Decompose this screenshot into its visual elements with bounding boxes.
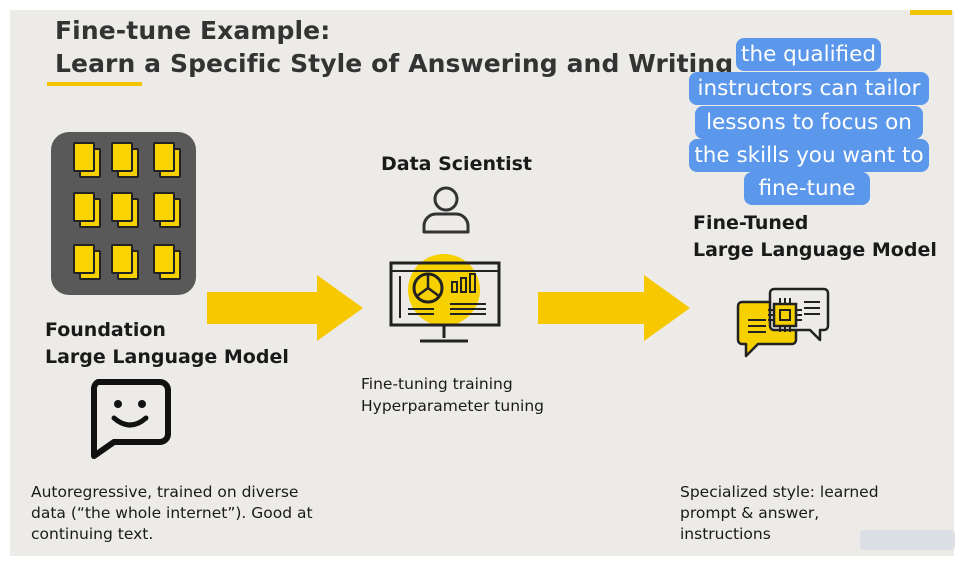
annotation-line-3: lessons to focus on: [695, 106, 923, 139]
annotation-line-4: the skills you want to: [689, 139, 929, 172]
title-line-2: Learn a Specific Style of Answering and …: [55, 49, 734, 78]
document-icon: [73, 244, 101, 280]
fine-tuned-desc-line-1: Specialized style: learned: [680, 483, 879, 501]
document-icon: [73, 192, 101, 228]
title-underline: [47, 82, 142, 86]
dashboard-monitor-icon: [389, 254, 501, 343]
fine-tuned-label-line-1: Fine-Tuned: [693, 212, 809, 234]
foundation-desc-line-3: continuing text.: [31, 525, 154, 543]
annotation-line-2: instructors can tailor: [689, 72, 929, 105]
smiley-chat-icon: [90, 379, 171, 459]
data-scientist-desc-line-1: Fine-tuning training: [361, 375, 513, 393]
data-scientist-desc-line-2: Hyperparameter tuning: [361, 397, 545, 415]
corner-placeholder: [860, 530, 955, 550]
document-icon: [153, 244, 181, 280]
document-icon: [153, 192, 181, 228]
fine-tuned-desc-line-3: instructions: [680, 525, 771, 543]
data-scientist-label: Data Scientist: [381, 153, 532, 175]
annotation-line-5: fine-tune: [744, 172, 870, 205]
foundation-desc-line-2: data (“the whole internet”). Good at: [31, 504, 313, 522]
person-icon: [422, 186, 470, 234]
fine-tuned-label-line-2: Large Language Model: [693, 239, 937, 261]
document-icon: [111, 142, 139, 178]
chip-chat-icon: [736, 287, 830, 358]
arrow-right-icon: [538, 275, 690, 341]
documents-icon: [51, 132, 196, 295]
annotation-line-1: the qualified: [736, 38, 881, 71]
foundation-label-line-1: Foundation: [45, 319, 166, 341]
foundation-label-line-2: Large Language Model: [45, 346, 289, 368]
arrow-right-icon: [207, 275, 363, 341]
document-icon: [111, 244, 139, 280]
foundation-desc-line-1: Autoregressive, trained on diverse: [31, 483, 299, 501]
document-icon: [73, 142, 101, 178]
annotation-bubble: the qualified instructors can tailor les…: [689, 38, 929, 210]
accent-bar: [910, 10, 952, 15]
document-icon: [111, 192, 139, 228]
fine-tuned-desc-line-2: prompt & answer,: [680, 504, 820, 522]
title-line-1: Fine-tune Example:: [55, 16, 331, 45]
document-icon: [153, 142, 181, 178]
